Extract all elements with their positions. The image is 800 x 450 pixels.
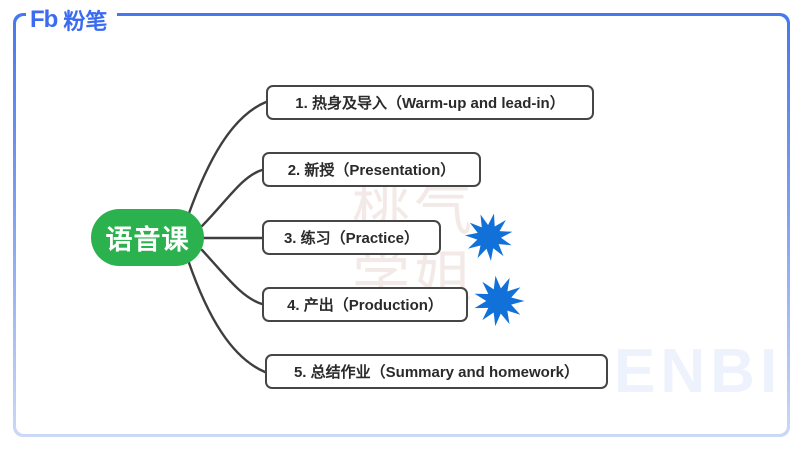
fenbi-logo: Fb 粉笔 [26,2,118,38]
mindmap-node-3: 3. 练习（Practice） [262,220,441,255]
fb-logo-icon: Fb [30,6,58,33]
corner-watermark: ENBI [614,337,783,406]
mindmap-node-4: 4. 产出（Production） [262,287,468,322]
mindmap-node-5: 5. 总结作业（Summary and homework） [265,354,608,389]
mindmap-node-1: 1. 热身及导入（Warm-up and lead-in） [266,85,594,120]
root-node: 语音课 [91,209,204,266]
fenbi-logo-text: 粉笔 [63,9,108,34]
mindmap-node-2: 2. 新授（Presentation） [262,152,481,187]
